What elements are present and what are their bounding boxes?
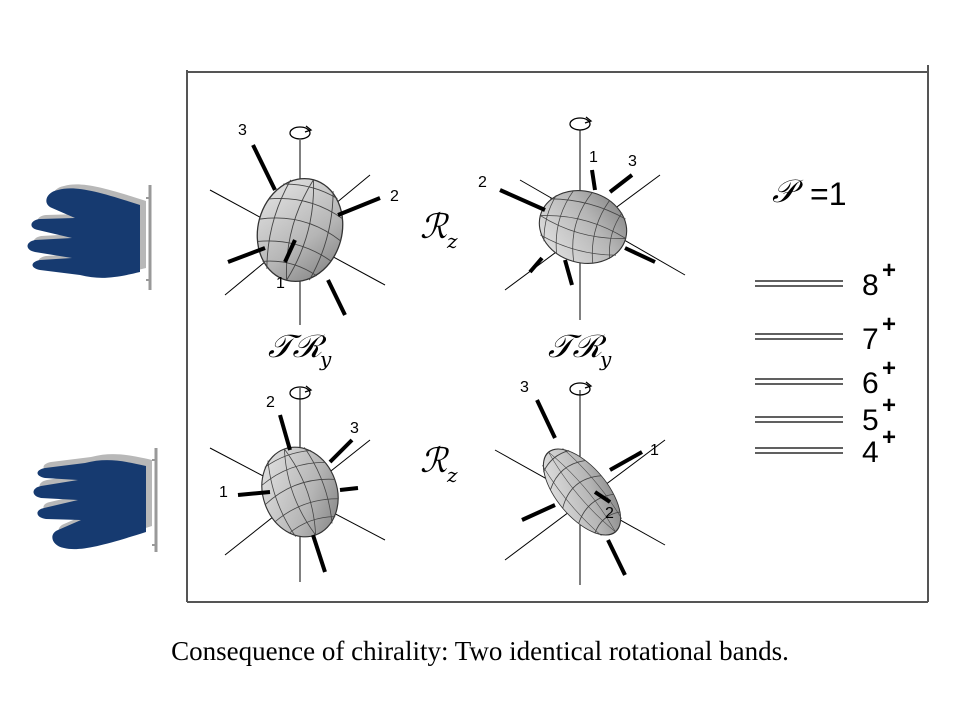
svg-text:𝒯ℛ: 𝒯ℛ xyxy=(268,327,328,365)
axis-label: 1 xyxy=(276,275,285,292)
operator-try-right: 𝒯ℛ y xyxy=(548,327,612,371)
svg-text:4: 4 xyxy=(862,436,879,469)
svg-text:5: 5 xyxy=(862,404,879,437)
svg-text:=1: =1 xyxy=(810,176,846,212)
axis-label: 3 xyxy=(350,420,359,437)
svg-text:+: + xyxy=(882,257,896,284)
svg-text:𝒯ℛ: 𝒯ℛ xyxy=(548,327,608,365)
diagram-frame xyxy=(186,65,929,603)
operator-rz-bottom: ℛ z xyxy=(420,441,458,487)
svg-text:y: y xyxy=(319,347,332,371)
svg-text:+: + xyxy=(882,355,896,382)
operator-rz-top: ℛ z xyxy=(420,207,458,253)
axis-label: 3 xyxy=(238,122,247,139)
axis-label: 2 xyxy=(266,394,275,411)
nucleus-bottom-right: 3 1 2 xyxy=(494,379,666,585)
level-6: 6 + xyxy=(755,355,896,400)
axis-label: 3 xyxy=(520,379,529,396)
svg-text:𝒫: 𝒫 xyxy=(772,172,804,210)
nucleus-top-left: 3 2 1 xyxy=(209,122,399,325)
axis-label: 2 xyxy=(605,505,614,522)
level-scheme: 8 + 7 + 6 + 5 + 4 + xyxy=(755,257,896,469)
level-7: 7 + xyxy=(755,311,896,356)
svg-text:ℛ: ℛ xyxy=(420,441,450,481)
figure-caption: Consequence of chirality: Two identical … xyxy=(171,636,789,666)
axis-label: 2 xyxy=(478,174,487,191)
right-glove-icon xyxy=(33,448,158,552)
axis-label: 1 xyxy=(219,484,228,501)
axis-label: 3 xyxy=(628,153,637,170)
axis-label: 2 xyxy=(390,188,399,205)
svg-text:8: 8 xyxy=(862,269,879,302)
svg-text:z: z xyxy=(446,463,458,487)
axis-label: 1 xyxy=(650,442,659,459)
svg-text:6: 6 xyxy=(862,367,879,400)
svg-text:+: + xyxy=(882,311,896,338)
level-5: 5 + xyxy=(755,392,896,437)
svg-text:+: + xyxy=(882,424,896,451)
svg-text:+: + xyxy=(882,392,896,419)
svg-text:z: z xyxy=(446,229,458,253)
svg-text:7: 7 xyxy=(862,323,879,356)
left-glove-icon xyxy=(27,184,152,290)
operator-try-left: 𝒯ℛ y xyxy=(268,327,332,371)
svg-text:ℛ: ℛ xyxy=(420,207,450,247)
axis-label: 1 xyxy=(589,149,598,166)
svg-text:y: y xyxy=(599,347,612,371)
level-8: 8 + xyxy=(755,257,896,302)
parity-label: 𝒫 =1 xyxy=(772,172,846,212)
nucleus-top-right: 2 1 3 xyxy=(478,116,686,320)
level-4: 4 + xyxy=(755,424,896,469)
nucleus-bottom-left: 2 3 1 xyxy=(209,385,386,582)
